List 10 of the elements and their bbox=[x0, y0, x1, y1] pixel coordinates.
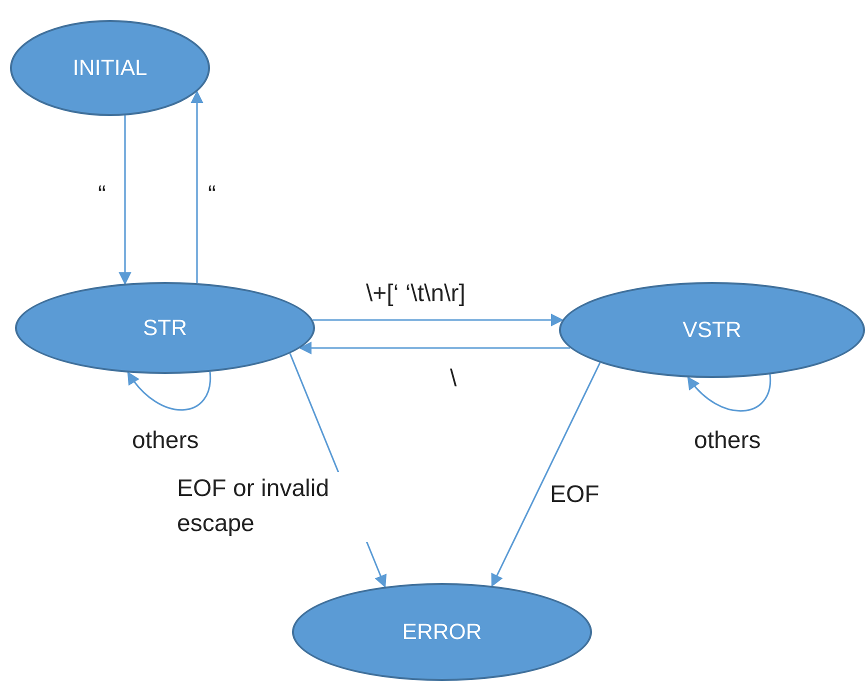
arrow bbox=[190, 90, 204, 284]
self-loop-arrow bbox=[687, 374, 771, 412]
state-name: ERROR bbox=[402, 619, 482, 645]
self-loop-arrow bbox=[127, 372, 211, 411]
arrow bbox=[298, 342, 570, 354]
state-name: STR bbox=[143, 315, 187, 341]
arrow bbox=[118, 115, 132, 285]
state-name: INITIAL bbox=[72, 55, 148, 81]
state-name: VSTR bbox=[682, 317, 742, 343]
edge-label: EOF or invalid escape bbox=[175, 472, 369, 542]
